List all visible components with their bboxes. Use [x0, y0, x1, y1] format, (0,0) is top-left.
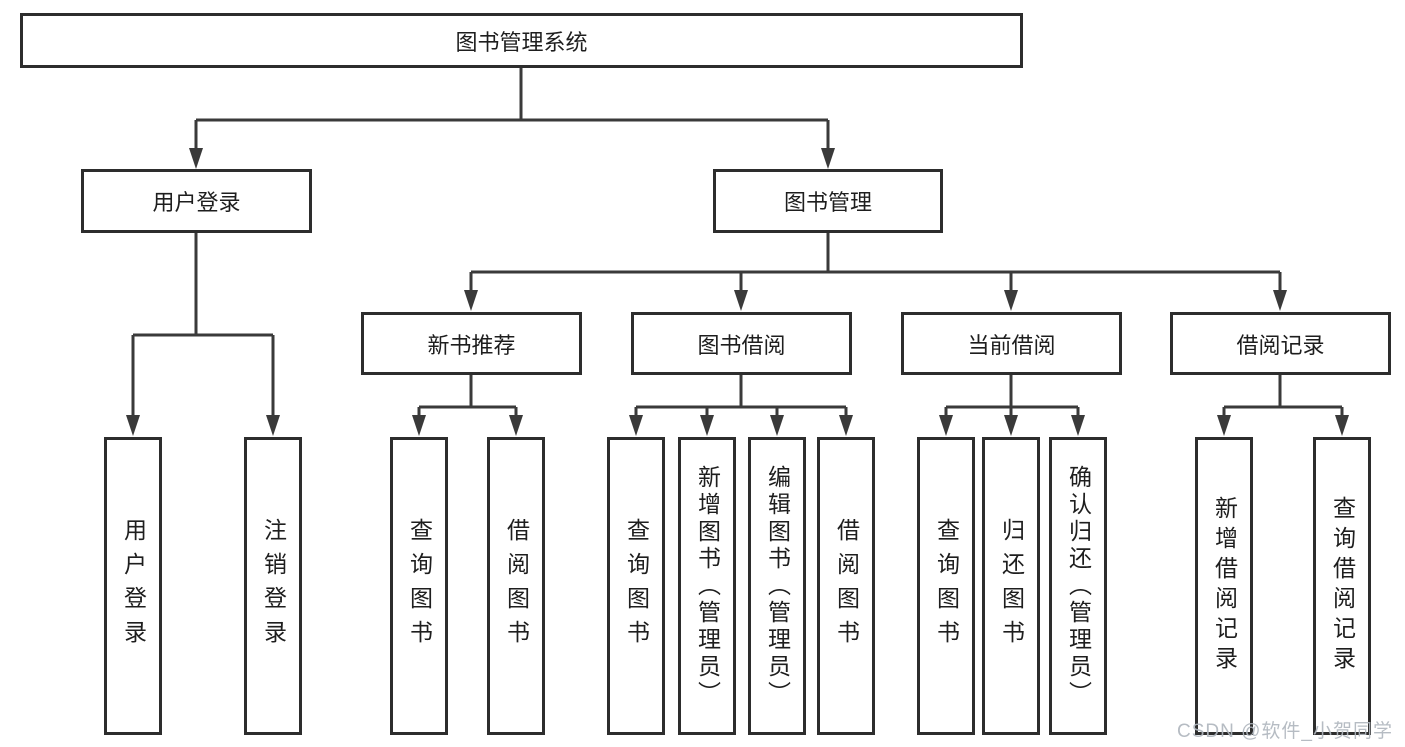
leaf-logout: 注销登录: [244, 437, 302, 735]
node-current-borrow-label: 当前借阅: [967, 332, 1056, 358]
node-root-label: 图书管理系统: [455, 29, 588, 55]
leaf-add-book-admin: 新增图书（管理员）: [678, 437, 736, 735]
node-book-borrow-label: 图书借阅: [697, 332, 786, 358]
leaf-query-borrow-record: 查询借阅记录: [1313, 437, 1371, 735]
node-book-mgmt: 图书管理: [713, 169, 943, 233]
node-user-login-label: 用户登录: [152, 190, 241, 215]
node-new-book-recommend: 新书推荐: [361, 312, 582, 375]
leaf-query-book-label: 查询图书: [406, 518, 433, 654]
leaf-logout-label: 注销登录: [260, 518, 287, 654]
leaf-query-borrow-record-label: 查询借阅记录: [1329, 496, 1356, 676]
leaf-query-book-label: 查询图书: [623, 518, 650, 654]
csdn-watermark: CSDN @软件_小贺同学: [1177, 721, 1393, 742]
leaf-confirm-return-label: 确认归还（管理员）: [1065, 464, 1092, 708]
leaf-return-book-label: 归还图书: [998, 518, 1025, 654]
leaf-borrow-book-label: 借阅图书: [833, 518, 860, 654]
node-root: 图书管理系统: [20, 13, 1023, 68]
node-book-mgmt-label: 图书管理: [783, 190, 872, 215]
leaf-return-book: 归还图书: [982, 437, 1040, 735]
leaf-borrow-book-label: 借阅图书: [503, 518, 530, 654]
leaf-confirm-return-admin: 确认归还（管理员）: [1049, 437, 1107, 735]
leaf-borrow-book-recommend: 借阅图书: [487, 437, 545, 735]
leaf-add-borrow-record-label: 新增借阅记录: [1211, 496, 1238, 676]
leaf-borrow-book: 借阅图书: [817, 437, 875, 735]
leaf-query-book-borrow: 查询图书: [607, 437, 665, 735]
leaf-query-book-label: 查询图书: [933, 518, 960, 654]
node-user-login: 用户登录: [81, 169, 312, 233]
leaf-query-book-recommend: 查询图书: [390, 437, 448, 735]
leaf-add-book-label: 新增图书（管理员）: [694, 464, 721, 708]
node-current-borrow: 当前借阅: [901, 312, 1122, 375]
leaf-edit-book-admin: 编辑图书（管理员）: [748, 437, 806, 735]
node-new-book-recommend-label: 新书推荐: [427, 332, 516, 358]
leaf-user-login: 用户登录: [104, 437, 162, 735]
leaf-query-book-current: 查询图书: [917, 437, 975, 735]
node-borrow-record-label: 借阅记录: [1236, 332, 1325, 358]
leaf-edit-book-label: 编辑图书（管理员）: [764, 464, 791, 708]
node-book-borrow: 图书借阅: [631, 312, 852, 375]
arrowheads: [126, 148, 1349, 436]
leaf-add-borrow-record: 新增借阅记录: [1195, 437, 1253, 735]
node-borrow-record: 借阅记录: [1170, 312, 1391, 375]
leaf-user-login-label: 用户登录: [120, 518, 147, 654]
